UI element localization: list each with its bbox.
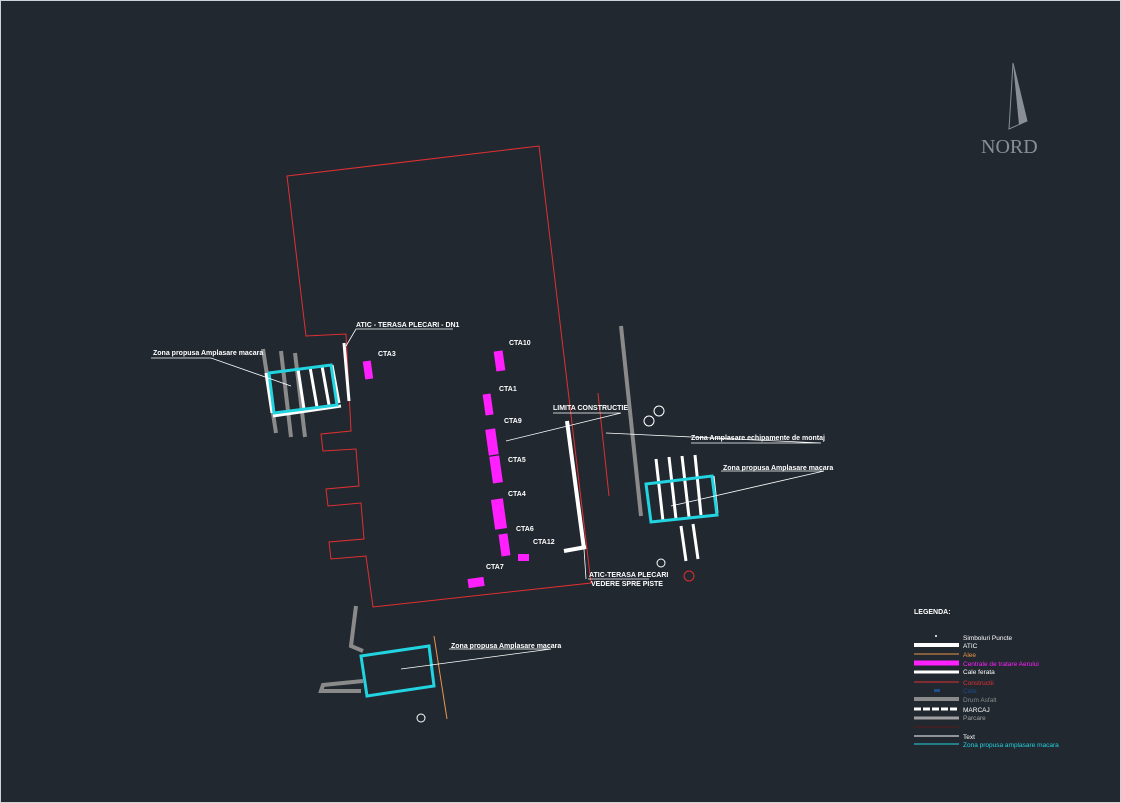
cta-label: CTA7 xyxy=(486,564,504,571)
label-crane-bottom: Zona propusa Amplasare macara xyxy=(451,643,561,650)
legend-item: Drum Asfalt xyxy=(963,697,997,704)
cta-label: CTA1 xyxy=(499,386,517,393)
legend-item: Text xyxy=(963,734,975,741)
cta-label: CTA9 xyxy=(504,418,522,425)
atic-line xyxy=(565,420,586,550)
label-echipamente: Zona Amplasare echipamente de montaj xyxy=(691,435,825,442)
legend-item: Cale ferata xyxy=(963,669,995,676)
legend-item: Parcare xyxy=(963,715,986,722)
legend-item: MARCAJ xyxy=(963,707,990,714)
legend: LEGENDA: Simboluri Puncte ATIC Alee Cent… xyxy=(914,609,1059,749)
label-atic-dn1: ATIC - TERASA PLECARI - DN1 xyxy=(356,322,460,329)
label-crane-left: Zona propusa Amplasare macara xyxy=(153,350,263,357)
legend-item: Cote xyxy=(963,688,977,695)
legend-item: ATIC xyxy=(963,643,978,650)
cta-label: CTA6 xyxy=(516,526,534,533)
cta-label: CTA3 xyxy=(378,351,396,358)
cta-label: CTA5 xyxy=(508,457,526,464)
cta-label: CTA10 xyxy=(509,340,531,347)
crane-zone-left xyxy=(261,342,351,438)
crane-zone-right xyxy=(563,325,719,582)
crane-zone-bottom xyxy=(318,605,448,723)
legend-title: LEGENDA: xyxy=(914,609,951,616)
legend-item: Zona propusa amplasare macara xyxy=(963,742,1059,749)
cta-label: CTA12 xyxy=(533,539,555,546)
legend-item: Simboluri Puncte xyxy=(963,635,1013,642)
legend-item: Centrale de tratare Aerului xyxy=(963,661,1039,668)
building-outline xyxy=(286,145,592,608)
label-atic-terasa: ATIC-TERASA PLECARI xyxy=(589,572,668,579)
air-handling-units xyxy=(362,350,529,589)
construction-line xyxy=(597,392,610,497)
label-limita: LIMITA CONSTRUCTIE xyxy=(553,405,628,412)
legend-item: Alee xyxy=(963,652,976,659)
label-vedere: VEDERE SPRE PISTE xyxy=(591,581,663,588)
leader-lines xyxy=(151,328,825,670)
cta-label: CTA4 xyxy=(508,491,526,498)
north-arrow-icon xyxy=(1008,62,1028,130)
legend-item: Constructii xyxy=(963,680,994,687)
label-crane-right: Zona propusa Amplasare macara xyxy=(723,465,833,472)
north-label: NORD xyxy=(981,136,1038,158)
